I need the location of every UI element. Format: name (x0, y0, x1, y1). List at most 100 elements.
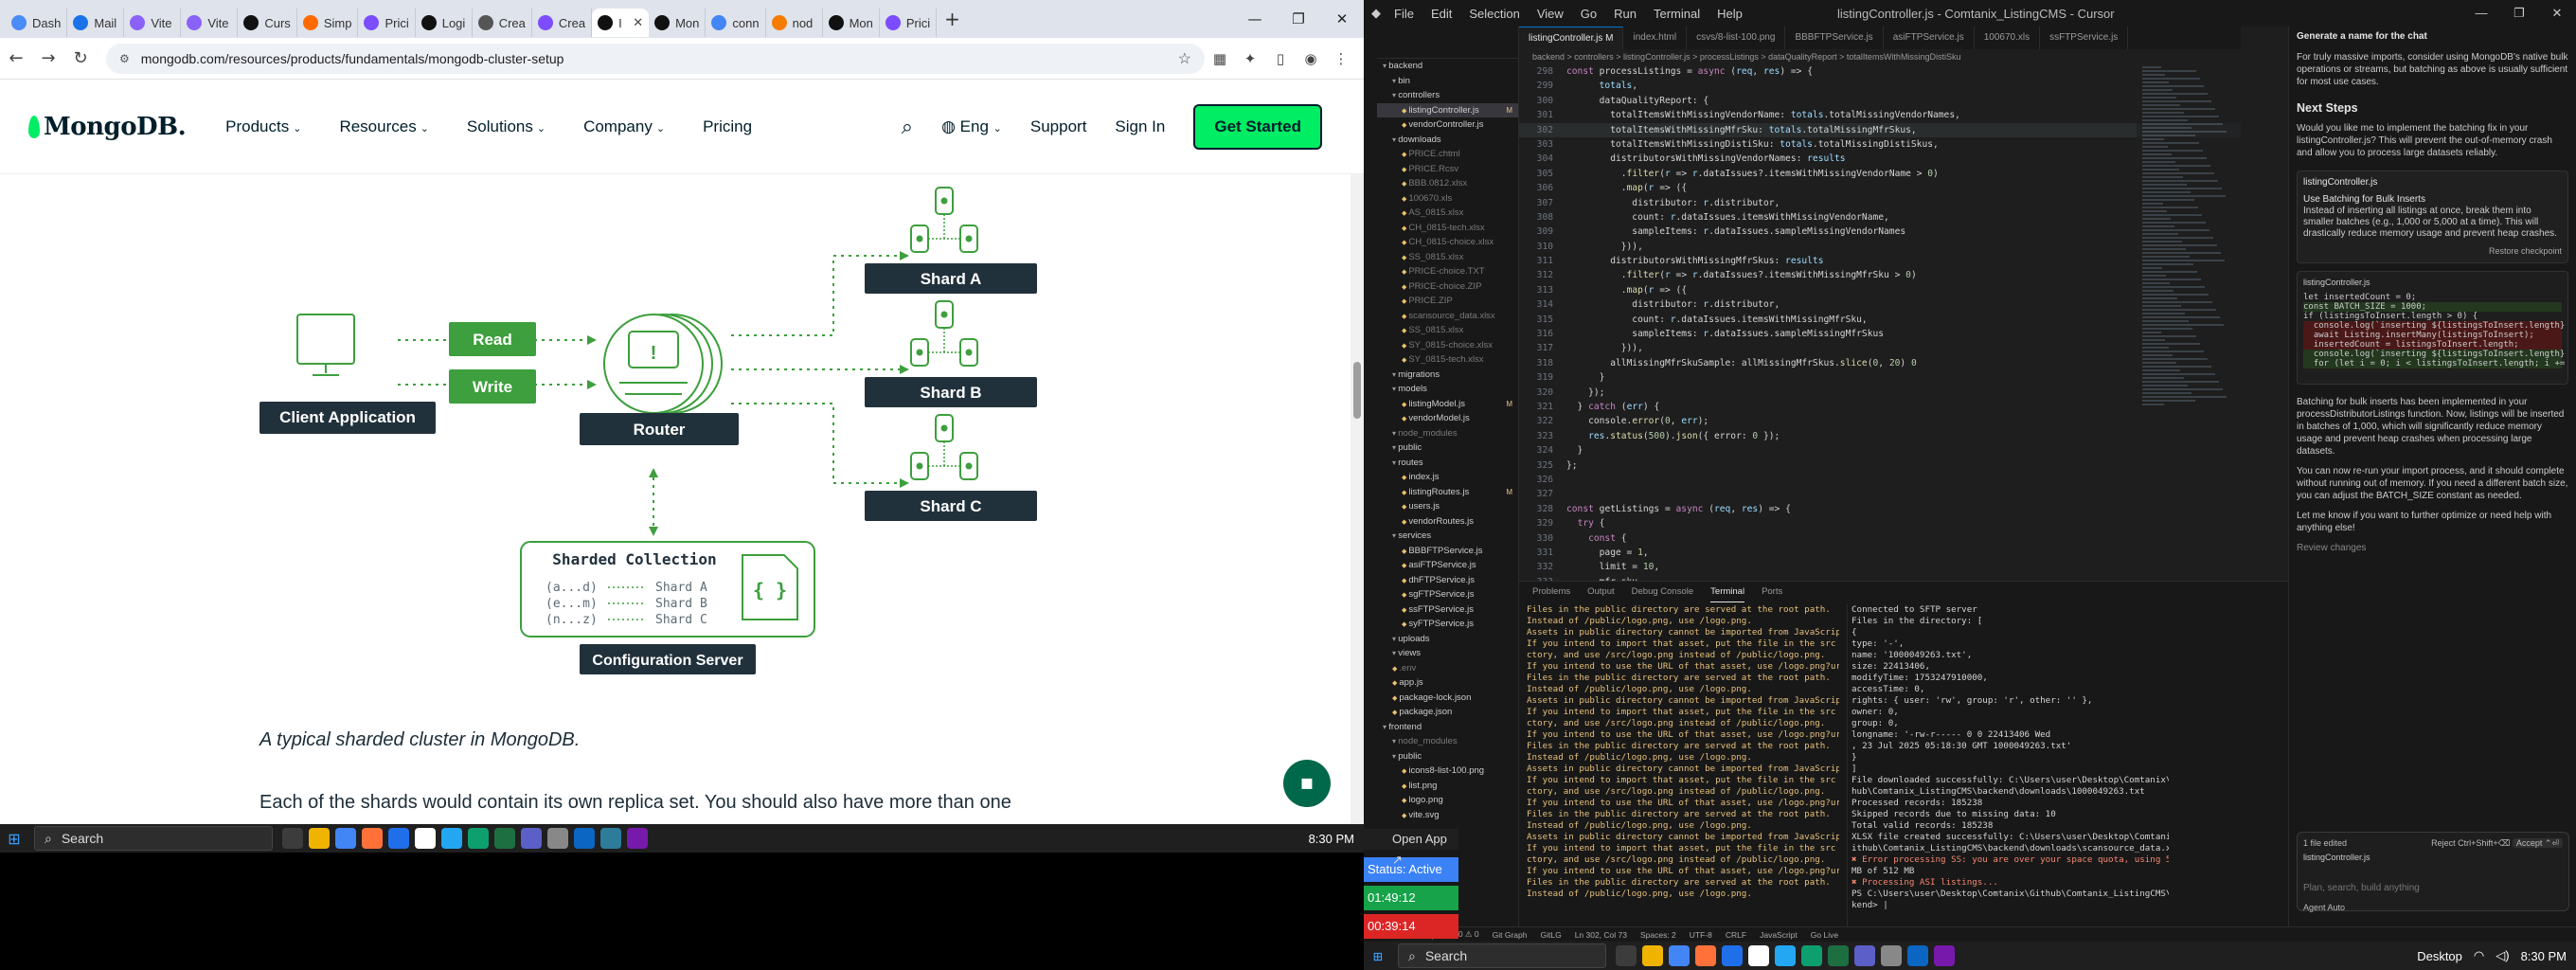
editor-tab[interactable]: listingController.js M (1519, 27, 1624, 49)
tree-file[interactable]: SS_0815.xlsx (1377, 250, 1518, 265)
tree-file[interactable]: listingModel.jsM (1377, 397, 1518, 412)
tree-file[interactable]: vite.svg (1377, 808, 1518, 823)
scrollbar-thumb[interactable] (1353, 362, 1361, 419)
back-icon[interactable]: ← (9, 48, 24, 68)
restore-icon[interactable]: ❐ (2513, 6, 2525, 20)
browser-tab[interactable]: Simp (297, 9, 359, 37)
tree-folder[interactable]: controllers (1377, 88, 1518, 103)
app-icon[interactable] (468, 828, 489, 849)
tree-folder[interactable]: uploads (1377, 632, 1518, 647)
tree-file[interactable]: SY_0815-tech.xlsx (1377, 352, 1518, 368)
editor-tab[interactable]: ssFTPService.js (2040, 27, 2129, 49)
minimize-icon[interactable]: — (2475, 6, 2488, 20)
taskbar-clock[interactable]: 8:30 PM (1308, 831, 1354, 846)
status-item[interactable]: 0 ⚠ 0 (1458, 929, 1479, 939)
app-icon[interactable] (1722, 945, 1743, 966)
tree-file[interactable]: logo.png (1377, 793, 1518, 808)
file-explorer-icon[interactable] (1642, 945, 1663, 966)
tree-file[interactable]: sgFTPService.js (1377, 587, 1518, 602)
menu-item-selection[interactable]: Selection (1469, 6, 1520, 21)
browser-tab[interactable]: Crea (532, 9, 593, 37)
tree-folder[interactable]: public (1377, 749, 1518, 764)
taskview-icon[interactable] (1616, 945, 1637, 966)
wifi-icon[interactable]: ◠ (2473, 948, 2485, 962)
panel-tab-ports[interactable]: Ports (1762, 586, 1783, 597)
menu-kebab-icon[interactable]: ⋮ (1333, 49, 1349, 67)
breadcrumb[interactable]: backend > controllers > listingControlle… (1532, 52, 1961, 62)
tree-file[interactable]: index.js (1377, 470, 1518, 485)
get-started-button[interactable]: Get Started (1193, 103, 1322, 150)
tree-file[interactable]: scansource_data.xlsx (1377, 309, 1518, 324)
tree-folder[interactable]: models (1377, 382, 1518, 397)
tree-file[interactable]: dhFTPService.js (1377, 573, 1518, 588)
tree-folder[interactable]: views (1377, 646, 1518, 661)
files-edited-count[interactable]: 1 file edited (2303, 838, 2348, 848)
tree-folder[interactable]: node_modules (1377, 426, 1518, 441)
chat-bubble-icon[interactable]: ▪ (1283, 760, 1331, 807)
nav-solutions[interactable]: Solutions⌄ (467, 117, 546, 136)
signin-link[interactable]: Sign In (1115, 117, 1166, 135)
tree-folder[interactable]: downloads (1377, 133, 1518, 148)
reload-icon[interactable]: ↻ (73, 48, 88, 68)
editor-tab[interactable]: 100670.xls (1975, 27, 2041, 49)
mongodb-logo[interactable]: MongoDB. (28, 113, 187, 141)
status-item[interactable]: Ln 302, Col 73 (1574, 929, 1627, 940)
page-scrollbar[interactable] (1351, 174, 1364, 853)
terminal-frontend[interactable]: Files in the public directory are served… (1527, 604, 1839, 917)
forward-icon[interactable]: → (41, 48, 56, 68)
app-icon[interactable] (1748, 945, 1769, 966)
tree-folder[interactable]: node_modules (1377, 734, 1518, 749)
editor-tab[interactable]: csvs/8-list-100.png (1687, 27, 1786, 49)
restore-checkpoint-button[interactable]: Restore checkpoint (2488, 246, 2562, 256)
tree-folder[interactable]: backend (1377, 59, 1518, 74)
teams-icon[interactable] (1854, 945, 1875, 966)
chat-input-box[interactable]: 1 file edited Reject Ctrl+Shift+⌫ Accept… (2297, 832, 2569, 912)
browser-tab[interactable]: Curs (238, 9, 297, 37)
browser-tab[interactable]: Crea (473, 9, 532, 37)
browser-tab[interactable]: Vite (181, 9, 239, 37)
onenote-icon[interactable] (627, 828, 648, 849)
browser-tab[interactable]: Prici (880, 9, 938, 37)
status-item[interactable]: CRLF (1725, 929, 1747, 940)
menu-item-run[interactable]: Run (1614, 6, 1637, 21)
tree-file[interactable]: PRICE.ZIP (1377, 294, 1518, 309)
nav-products[interactable]: Products⌄ (225, 117, 301, 136)
taskbar-search[interactable]: ⌕Search (34, 826, 273, 851)
firefox-icon[interactable] (362, 828, 383, 849)
panel-tab-output[interactable]: Output (1587, 586, 1615, 597)
browser-tab[interactable]: nod (766, 9, 823, 37)
excel-icon[interactable] (494, 828, 515, 849)
tree-folder[interactable]: routes (1377, 456, 1518, 471)
open-app-button[interactable]: Open App ↗ (1364, 829, 1458, 867)
bookmark-star-icon[interactable]: ☆ (1177, 50, 1191, 67)
status-item[interactable]: UTF-8 (1689, 929, 1712, 940)
menu-item-help[interactable]: Help (1717, 6, 1743, 21)
editor-tab[interactable]: index.html (1623, 27, 1688, 49)
browser-tab[interactable]: Mon (823, 9, 880, 37)
onenote-icon[interactable] (1934, 945, 1955, 966)
browser-tab[interactable]: Logi (416, 9, 473, 37)
close-icon[interactable]: ✕ (1335, 10, 1349, 27)
app-icon[interactable] (415, 828, 436, 849)
app-icon[interactable] (574, 828, 595, 849)
support-link[interactable]: Support (1029, 117, 1087, 135)
tree-file[interactable]: PRICE-choice.ZIP (1377, 279, 1518, 295)
file-explorer-icon[interactable] (309, 828, 330, 849)
menu-item-edit[interactable]: Edit (1430, 6, 1453, 21)
browser-tab[interactable]: conn (706, 9, 766, 37)
context-file-chip[interactable]: listingController.js (2303, 853, 2370, 862)
sidepanel-icon[interactable]: ▯ (1276, 49, 1285, 67)
menu-item-go[interactable]: Go (1580, 6, 1598, 21)
close-icon[interactable]: ✕ (2551, 6, 2563, 20)
browser-tab[interactable]: Mail (67, 9, 125, 37)
agent-mode-selector[interactable]: Agent Auto (2303, 903, 2346, 912)
browser-tab[interactable]: I✕ (592, 9, 650, 37)
app-icon[interactable] (388, 828, 409, 849)
tree-file[interactable]: syFTPService.js (1377, 617, 1518, 632)
app-icon[interactable] (441, 828, 462, 849)
tree-file[interactable]: vendorController.js (1377, 117, 1518, 133)
attached-file[interactable]: listingController.js (2303, 177, 2378, 188)
windows-start-icon[interactable]: ⊞ (1373, 946, 1383, 965)
